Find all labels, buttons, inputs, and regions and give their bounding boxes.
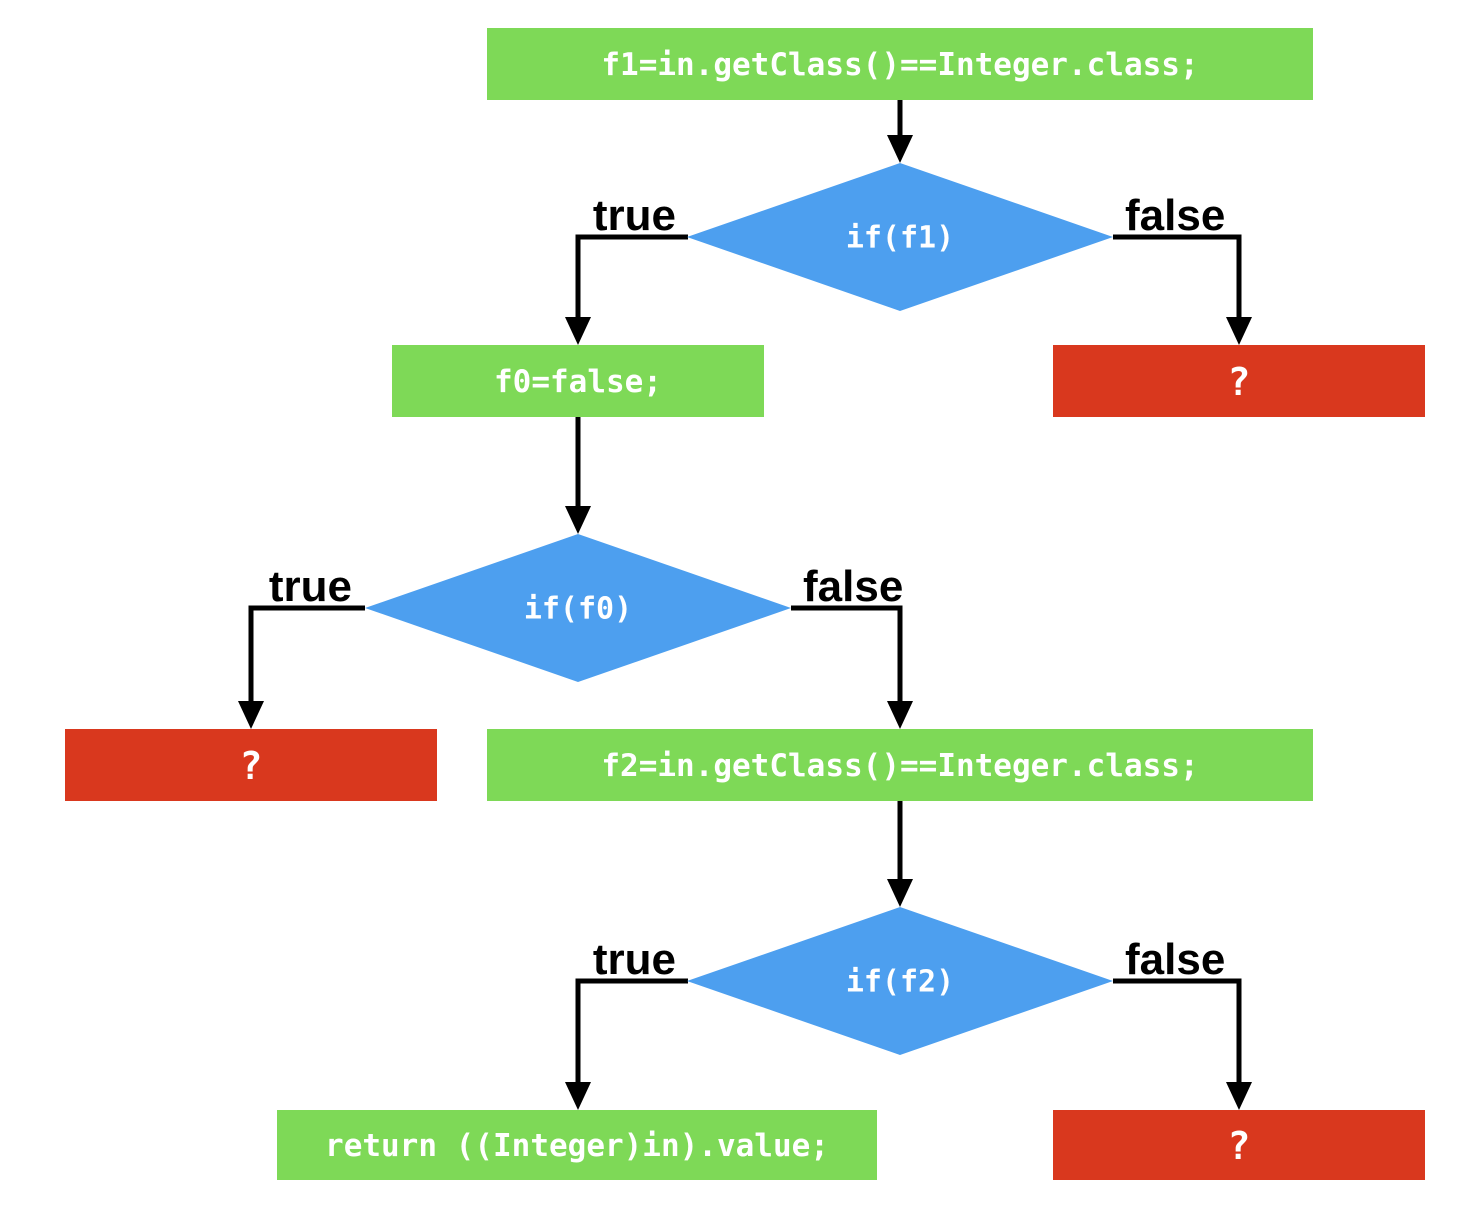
arrowhead-icon bbox=[887, 879, 913, 907]
node-n5-process[interactable]: f2=in.getClass()==Integer.class; bbox=[487, 729, 1313, 801]
connector-line bbox=[248, 605, 365, 723]
arrowhead-icon bbox=[887, 135, 913, 163]
connector-line bbox=[1113, 978, 1242, 1104]
unknown-box[interactable] bbox=[1053, 1110, 1425, 1180]
edge-label-true: true bbox=[593, 935, 676, 984]
decision-diamond[interactable] bbox=[687, 163, 1113, 311]
connector-e6 bbox=[791, 605, 913, 729]
unknown-box[interactable] bbox=[1053, 345, 1425, 417]
connector-e9 bbox=[1113, 978, 1252, 1110]
process-box[interactable] bbox=[487, 729, 1313, 801]
connector-e7 bbox=[887, 801, 913, 907]
node-n6-process[interactable]: return ((Integer)in).value; bbox=[277, 1110, 877, 1180]
connector-e8 bbox=[565, 978, 688, 1110]
node-n3-terminal_unknown[interactable]: ? bbox=[1053, 345, 1425, 417]
node-n4-terminal_unknown[interactable]: ? bbox=[65, 729, 437, 801]
edge-label-true: true bbox=[593, 191, 676, 240]
node-label: if(f1) bbox=[846, 221, 954, 256]
connector-e1 bbox=[887, 100, 913, 163]
arrowhead-icon bbox=[565, 317, 591, 345]
node-label: ? bbox=[1228, 360, 1251, 404]
edge-label-false: false bbox=[1125, 935, 1225, 984]
node-label: ? bbox=[1228, 1124, 1251, 1168]
node-label: return ((Integer)in).value; bbox=[325, 1128, 829, 1164]
process-box[interactable] bbox=[392, 345, 764, 417]
node-label: if(f0) bbox=[524, 592, 632, 627]
connector-e2 bbox=[565, 234, 688, 345]
arrowhead-icon bbox=[1226, 317, 1252, 345]
node-label: f2=in.getClass()==Integer.class; bbox=[601, 748, 1198, 784]
node-label: if(f2) bbox=[846, 965, 954, 1000]
node-layer: f1=in.getClass()==Integer.class; if(f1) f0… bbox=[65, 28, 1425, 1180]
connector-e5 bbox=[238, 605, 365, 729]
node-d2-decision[interactable]: if(f0) bbox=[365, 534, 791, 682]
node-label: ? bbox=[240, 744, 263, 788]
node-d3-decision[interactable]: if(f2) bbox=[687, 907, 1113, 1055]
node-label: f1=in.getClass()==Integer.class; bbox=[601, 47, 1198, 83]
unknown-box[interactable] bbox=[65, 729, 437, 801]
decision-diamond[interactable] bbox=[687, 907, 1113, 1055]
edge-label-false: false bbox=[803, 562, 903, 611]
connector-e4 bbox=[565, 417, 591, 534]
decision-diamond[interactable] bbox=[365, 534, 791, 682]
edge-label-true: true bbox=[269, 562, 352, 611]
connector-line bbox=[575, 234, 688, 339]
node-n2-process[interactable]: f0=false; bbox=[392, 345, 764, 417]
connector-line bbox=[575, 978, 688, 1104]
connector-line bbox=[1113, 234, 1242, 339]
edge-label-false: false bbox=[1125, 191, 1225, 240]
arrowhead-icon bbox=[565, 506, 591, 534]
node-d1-decision[interactable]: if(f1) bbox=[687, 163, 1113, 311]
node-n7-terminal_unknown[interactable]: ? bbox=[1053, 1110, 1425, 1180]
process-box[interactable] bbox=[487, 28, 1313, 100]
connector-line bbox=[791, 605, 903, 723]
edge-label-layer: true false true false true false bbox=[269, 191, 1225, 984]
arrowhead-icon bbox=[1226, 1082, 1252, 1110]
node-n1-process[interactable]: f1=in.getClass()==Integer.class; bbox=[487, 28, 1313, 100]
node-label: f0=false; bbox=[494, 364, 662, 400]
arrowhead-icon bbox=[887, 701, 913, 729]
arrowhead-icon bbox=[565, 1082, 591, 1110]
connector-e3 bbox=[1113, 234, 1252, 345]
connector-layer bbox=[238, 100, 1252, 1110]
process-box[interactable] bbox=[277, 1110, 877, 1180]
arrowhead-icon bbox=[238, 701, 264, 729]
